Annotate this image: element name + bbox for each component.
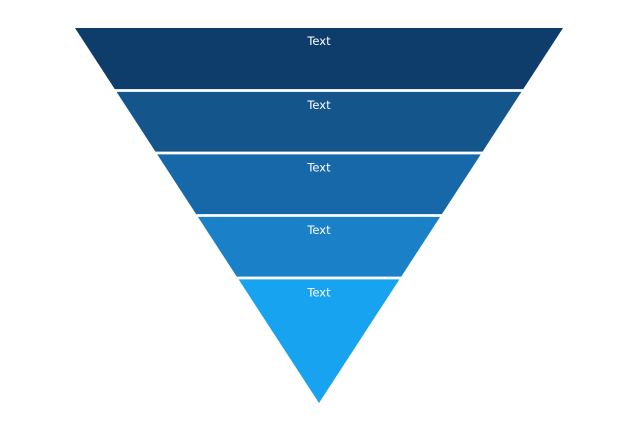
funnel-level-2-label: Text — [306, 98, 331, 112]
funnel-level-5-label: Text — [306, 285, 331, 299]
funnel-level-1 — [75, 28, 563, 90]
funnel-level-3-label: Text — [306, 160, 331, 174]
funnel-level-5 — [238, 279, 400, 403]
funnel-level-4-label: Text — [306, 223, 331, 237]
funnel-level-1-label: Text — [306, 34, 331, 48]
funnel-level-3 — [157, 154, 481, 215]
funnel-level-4 — [197, 216, 441, 277]
funnel-level-2 — [116, 91, 522, 152]
